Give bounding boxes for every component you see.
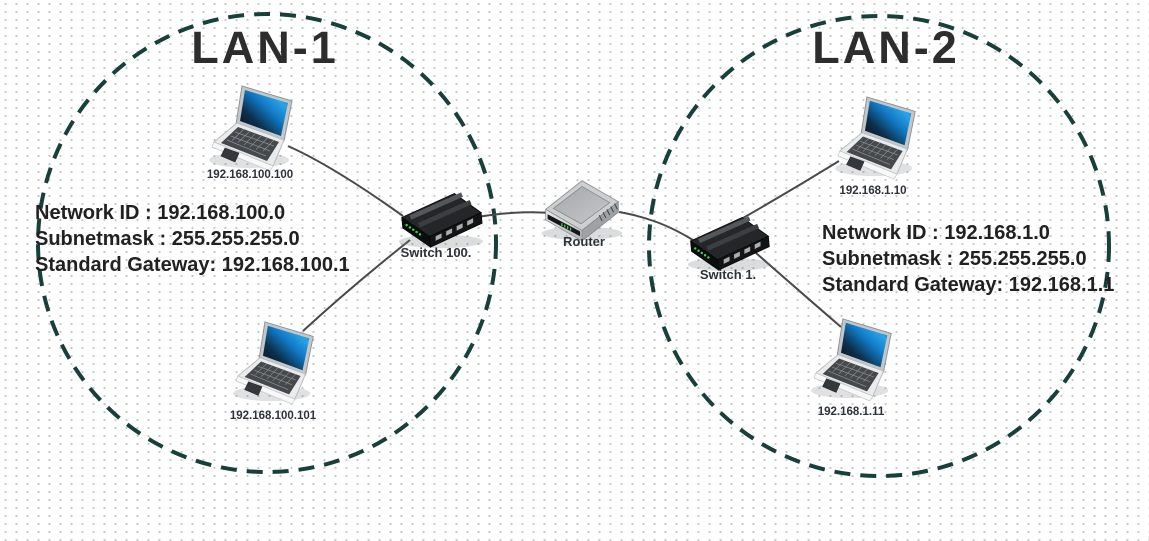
host1-ip-label[interactable]: 192.168.100.100 [206,169,294,181]
lan2-boundary-circle[interactable] [647,14,1111,478]
host2-ip-label[interactable]: 192.168.100.101 [229,410,317,422]
link-host1-switch100[interactable] [287,145,404,217]
lan2-subnetmask: Subnetmask : 255.255.255.0 [822,248,1087,270]
switch-icon[interactable] [684,209,774,273]
router-label[interactable]: Router [563,234,605,249]
lan1-title[interactable]: LAN-1 [191,22,339,73]
host3-ip-label[interactable]: 192.168.1.10 [839,185,907,197]
lan2-gateway: Standard Gateway: 192.168.1.1 [822,274,1115,296]
host4-ip-label[interactable]: 192.168.1.11 [817,406,885,418]
laptop-icon[interactable] [830,95,927,180]
lan1-network-id: Network ID : 192.168.100.0 [35,202,286,224]
switch100-label[interactable]: Switch 100. [400,245,472,260]
link-switch1-host3[interactable] [742,160,840,219]
switch-icon[interactable] [395,185,487,250]
switch1-label[interactable]: Switch 1. [699,267,757,282]
lan1-gateway: Standard Gateway: 192.168.100.1 [35,254,350,276]
lan2-network-id: Network ID : 192.168.1.0 [822,222,1050,244]
laptop-icon[interactable] [204,84,304,172]
lan1-boundary-circle[interactable] [36,12,498,474]
lan2-title[interactable]: LAN-2 [812,22,960,73]
link-switch100-router[interactable] [476,211,551,218]
laptop-icon[interactable] [806,317,903,402]
link-router-switch1[interactable] [618,211,694,241]
lan1-subnetmask: Subnetmask : 255.255.255.0 [35,228,300,250]
lan2-info-block[interactable]: Network ID : 192.168.1.0 Subnetmask : 25… [822,220,1114,298]
laptop-icon[interactable] [228,320,325,405]
lan1-info-block[interactable]: Network ID : 192.168.100.0 Subnetmask : … [35,200,350,278]
link-host2-switch100[interactable] [302,239,411,332]
router-icon[interactable] [538,173,626,242]
